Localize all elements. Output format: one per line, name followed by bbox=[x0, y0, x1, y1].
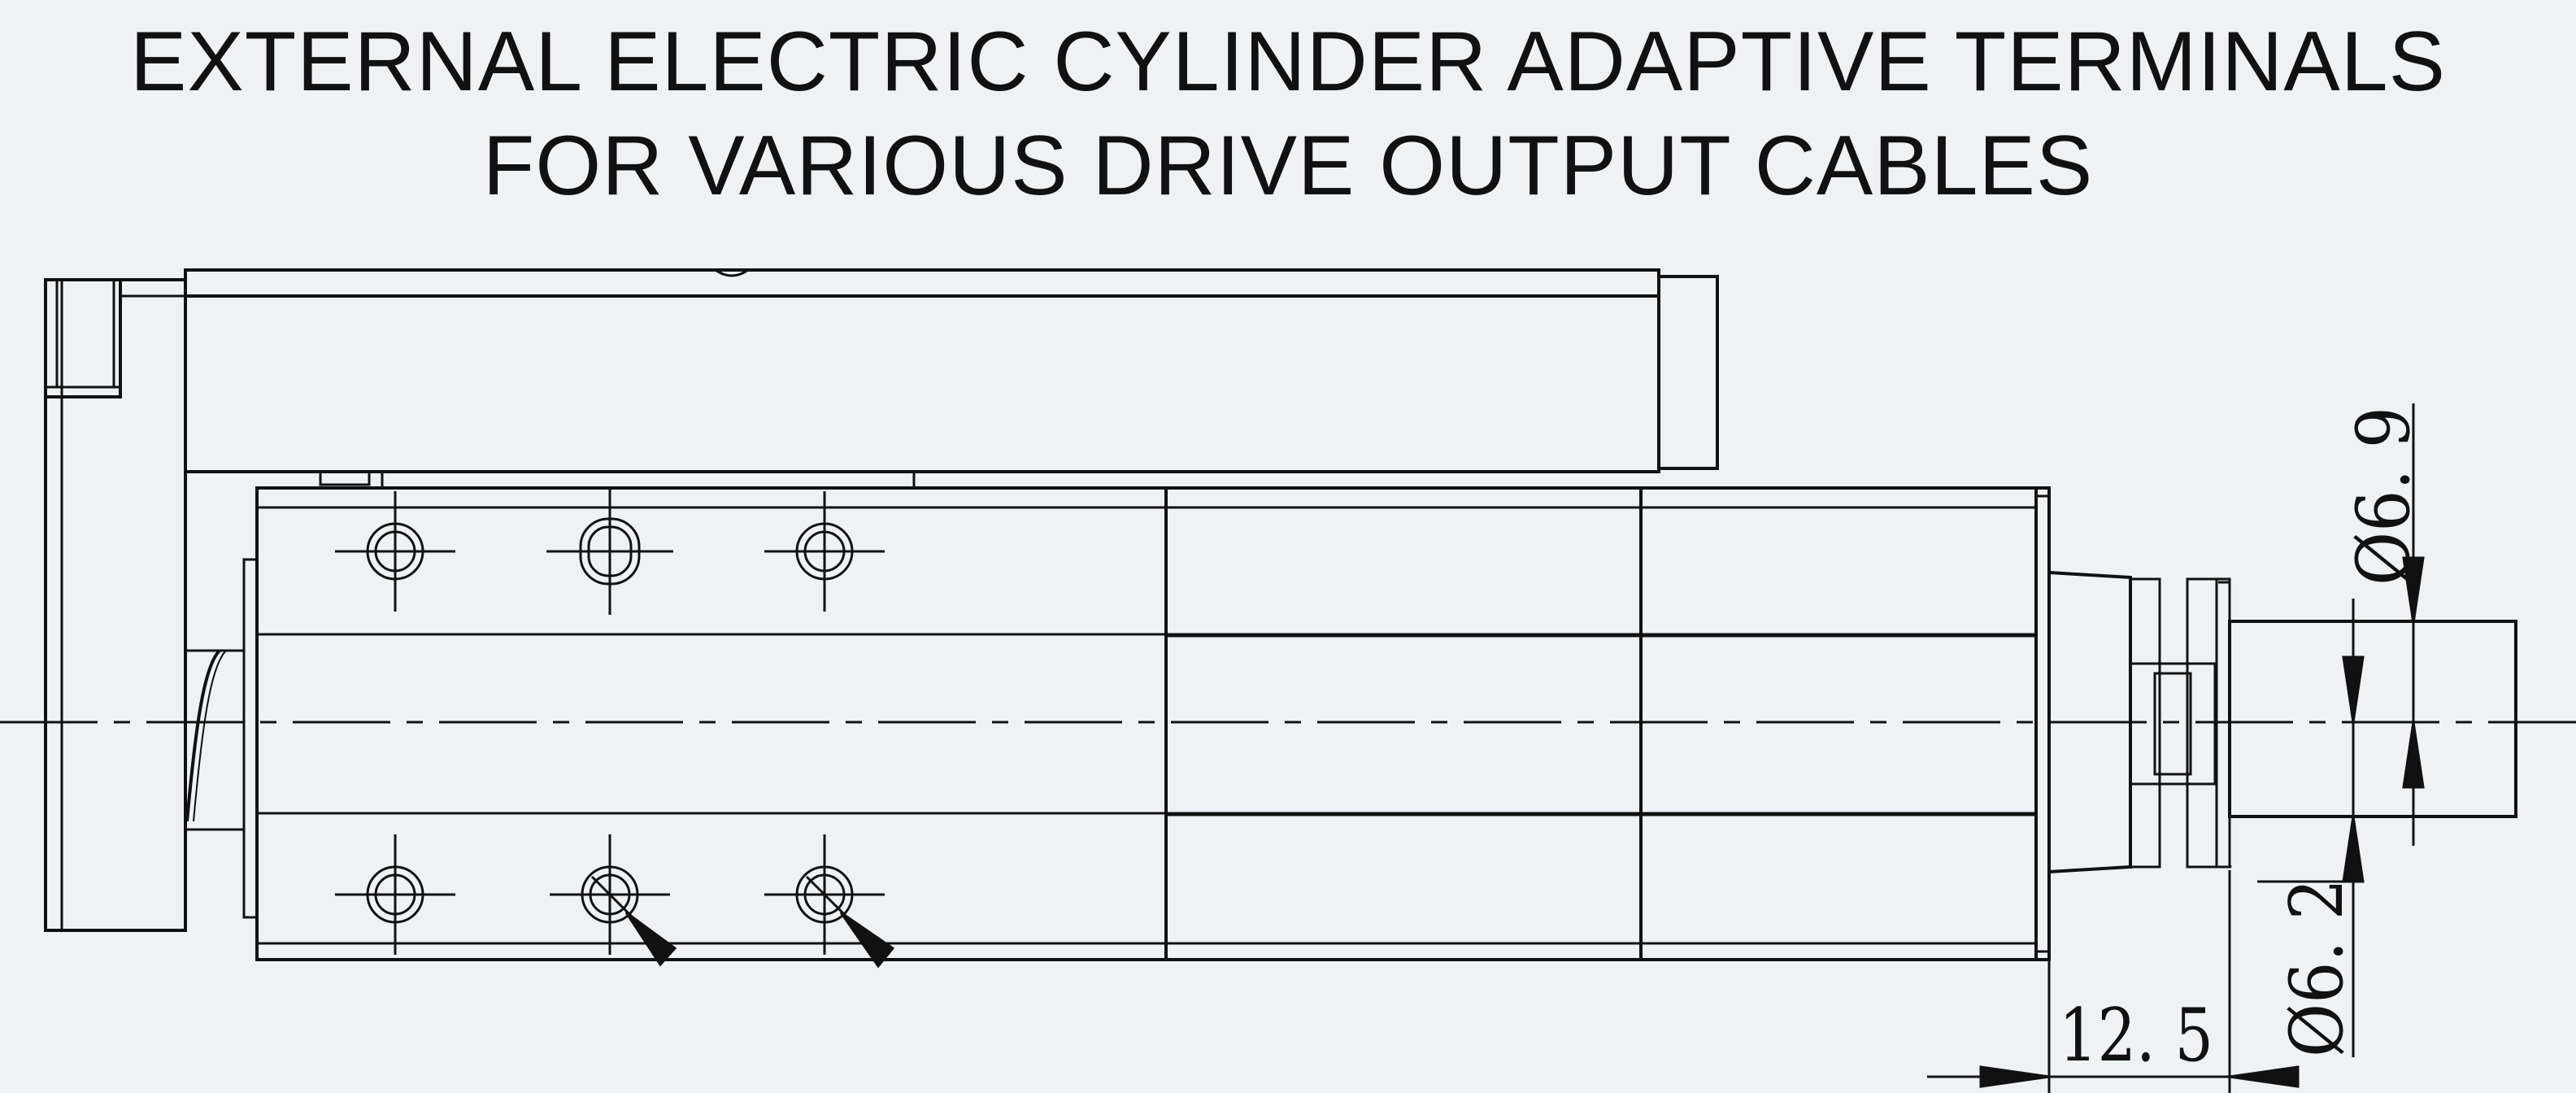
hole-bottom-1 bbox=[335, 834, 455, 955]
adapter-terminal bbox=[2034, 494, 2517, 953]
dim-text-length: 12. 5 bbox=[2059, 993, 2213, 1078]
dimension-diameter-inner bbox=[2257, 599, 2365, 1057]
hole-bottom-3 bbox=[764, 834, 895, 969]
mounting-holes bbox=[335, 488, 895, 969]
dimension-length bbox=[1927, 870, 2300, 1093]
hole-bottom-2 bbox=[550, 834, 677, 967]
end-cap bbox=[44, 278, 259, 932]
title-line-1: EXTERNAL ELECTRIC CYLINDER ADAPTIVE TERM… bbox=[130, 15, 2446, 109]
cylinder-body bbox=[255, 486, 2051, 961]
hole-top-2 bbox=[546, 488, 673, 615]
hole-top-3 bbox=[764, 491, 885, 612]
dim-text-diameter-inner: Ø6. 2 bbox=[2274, 878, 2360, 1057]
motor-housing bbox=[184, 268, 1719, 488]
dimension-diameter-outer bbox=[2402, 403, 2425, 846]
dim-text-diameter-outer: Ø6. 9 bbox=[2341, 407, 2426, 586]
title-line-2: FOR VARIOUS DRIVE OUTPUT CABLES bbox=[482, 119, 2094, 213]
hole-top-1 bbox=[335, 491, 455, 612]
